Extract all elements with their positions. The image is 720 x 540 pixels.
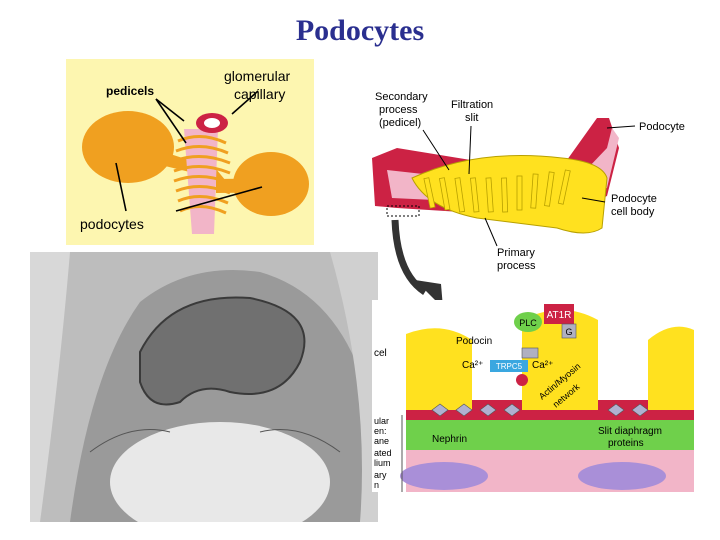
label-ane: ane (374, 436, 389, 446)
interdigitating-pedicels (423, 169, 571, 213)
label-podocytes: podocytes (80, 216, 144, 232)
podocyte-yellow-body (411, 155, 608, 234)
nucleus (139, 296, 306, 406)
label-cell-body-1: Podocyte (611, 193, 657, 205)
label-glomerular: glomerular (224, 68, 290, 84)
nephrin-molecules (431, 403, 649, 417)
label-leader-lines (422, 125, 636, 247)
label-capillary: capillary (234, 86, 285, 102)
electron-micrograph (30, 252, 378, 522)
endothelial-cell-left (400, 462, 488, 490)
label-ular: ular (374, 416, 389, 426)
label-slit-1: Slit diaphragm (598, 426, 662, 437)
label-slit-2: proteins (608, 438, 644, 449)
label-n: n (374, 480, 379, 490)
label-ca-in: Ca²⁺ (462, 360, 483, 371)
label-ated: ated (374, 448, 392, 458)
label-ca-out: Ca²⁺ (532, 360, 553, 371)
label-at1r: AT1R (547, 310, 572, 321)
label-arrows (115, 90, 263, 212)
label-primary-1: Primary (497, 247, 535, 259)
g-protein (561, 323, 577, 339)
plc-enzyme (514, 312, 542, 332)
label-filtration-2: slit (465, 112, 478, 124)
label-lium: lium (374, 458, 391, 468)
foot-process-center (522, 310, 598, 410)
label-secondary-3: (pedicel) (379, 117, 421, 129)
label-cell-body-2: cell body (611, 206, 655, 218)
zoom-arrow (391, 219, 443, 308)
podocin-protein (521, 347, 539, 359)
label-podocin: Podocin (456, 336, 492, 347)
slit-diaphragm-detail: AT1R G PLC TRPC5 Podocin Ca²⁺ Ca²⁺ Actin… (372, 300, 694, 492)
foot-process-left (406, 328, 472, 410)
zoom-box (386, 205, 420, 217)
label-filtration-1: Filtration (451, 99, 493, 111)
page-title: Podocytes (295, 14, 425, 47)
basement-membrane (406, 420, 694, 450)
label-secondary-2: process (379, 104, 418, 116)
pedicel-wraps (173, 135, 231, 215)
label-podocyte: Podocyte (639, 121, 685, 133)
label-primary-2: process (497, 260, 536, 272)
podocyte-cell-body-right (233, 152, 309, 216)
label-en: en: (374, 426, 387, 436)
ca-ion (516, 374, 528, 386)
glomerulus-illustration: pedicels glomerular capillary podocytes (66, 59, 314, 245)
label-trpc5: TRPC5 (496, 362, 523, 371)
label-nephrin: Nephrin (432, 434, 467, 445)
foot-process-right (648, 326, 694, 410)
podocyte-process-diagram: Secondary process (pedicel) Filtration s… (357, 78, 697, 272)
at1r-receptor (544, 304, 574, 324)
label-ary: ary (374, 470, 387, 480)
label-cel: cel (374, 348, 387, 359)
label-pedicels: pedicels (106, 84, 154, 98)
podocyte-cell-body-left (82, 111, 174, 183)
label-plc: PLC (519, 318, 537, 328)
endothelial-cell-right (578, 462, 666, 490)
trpc5-channel (490, 360, 528, 372)
label-secondary-1: Secondary (375, 91, 428, 103)
label-g: G (565, 327, 572, 337)
capillary-lumen-em (110, 422, 330, 522)
